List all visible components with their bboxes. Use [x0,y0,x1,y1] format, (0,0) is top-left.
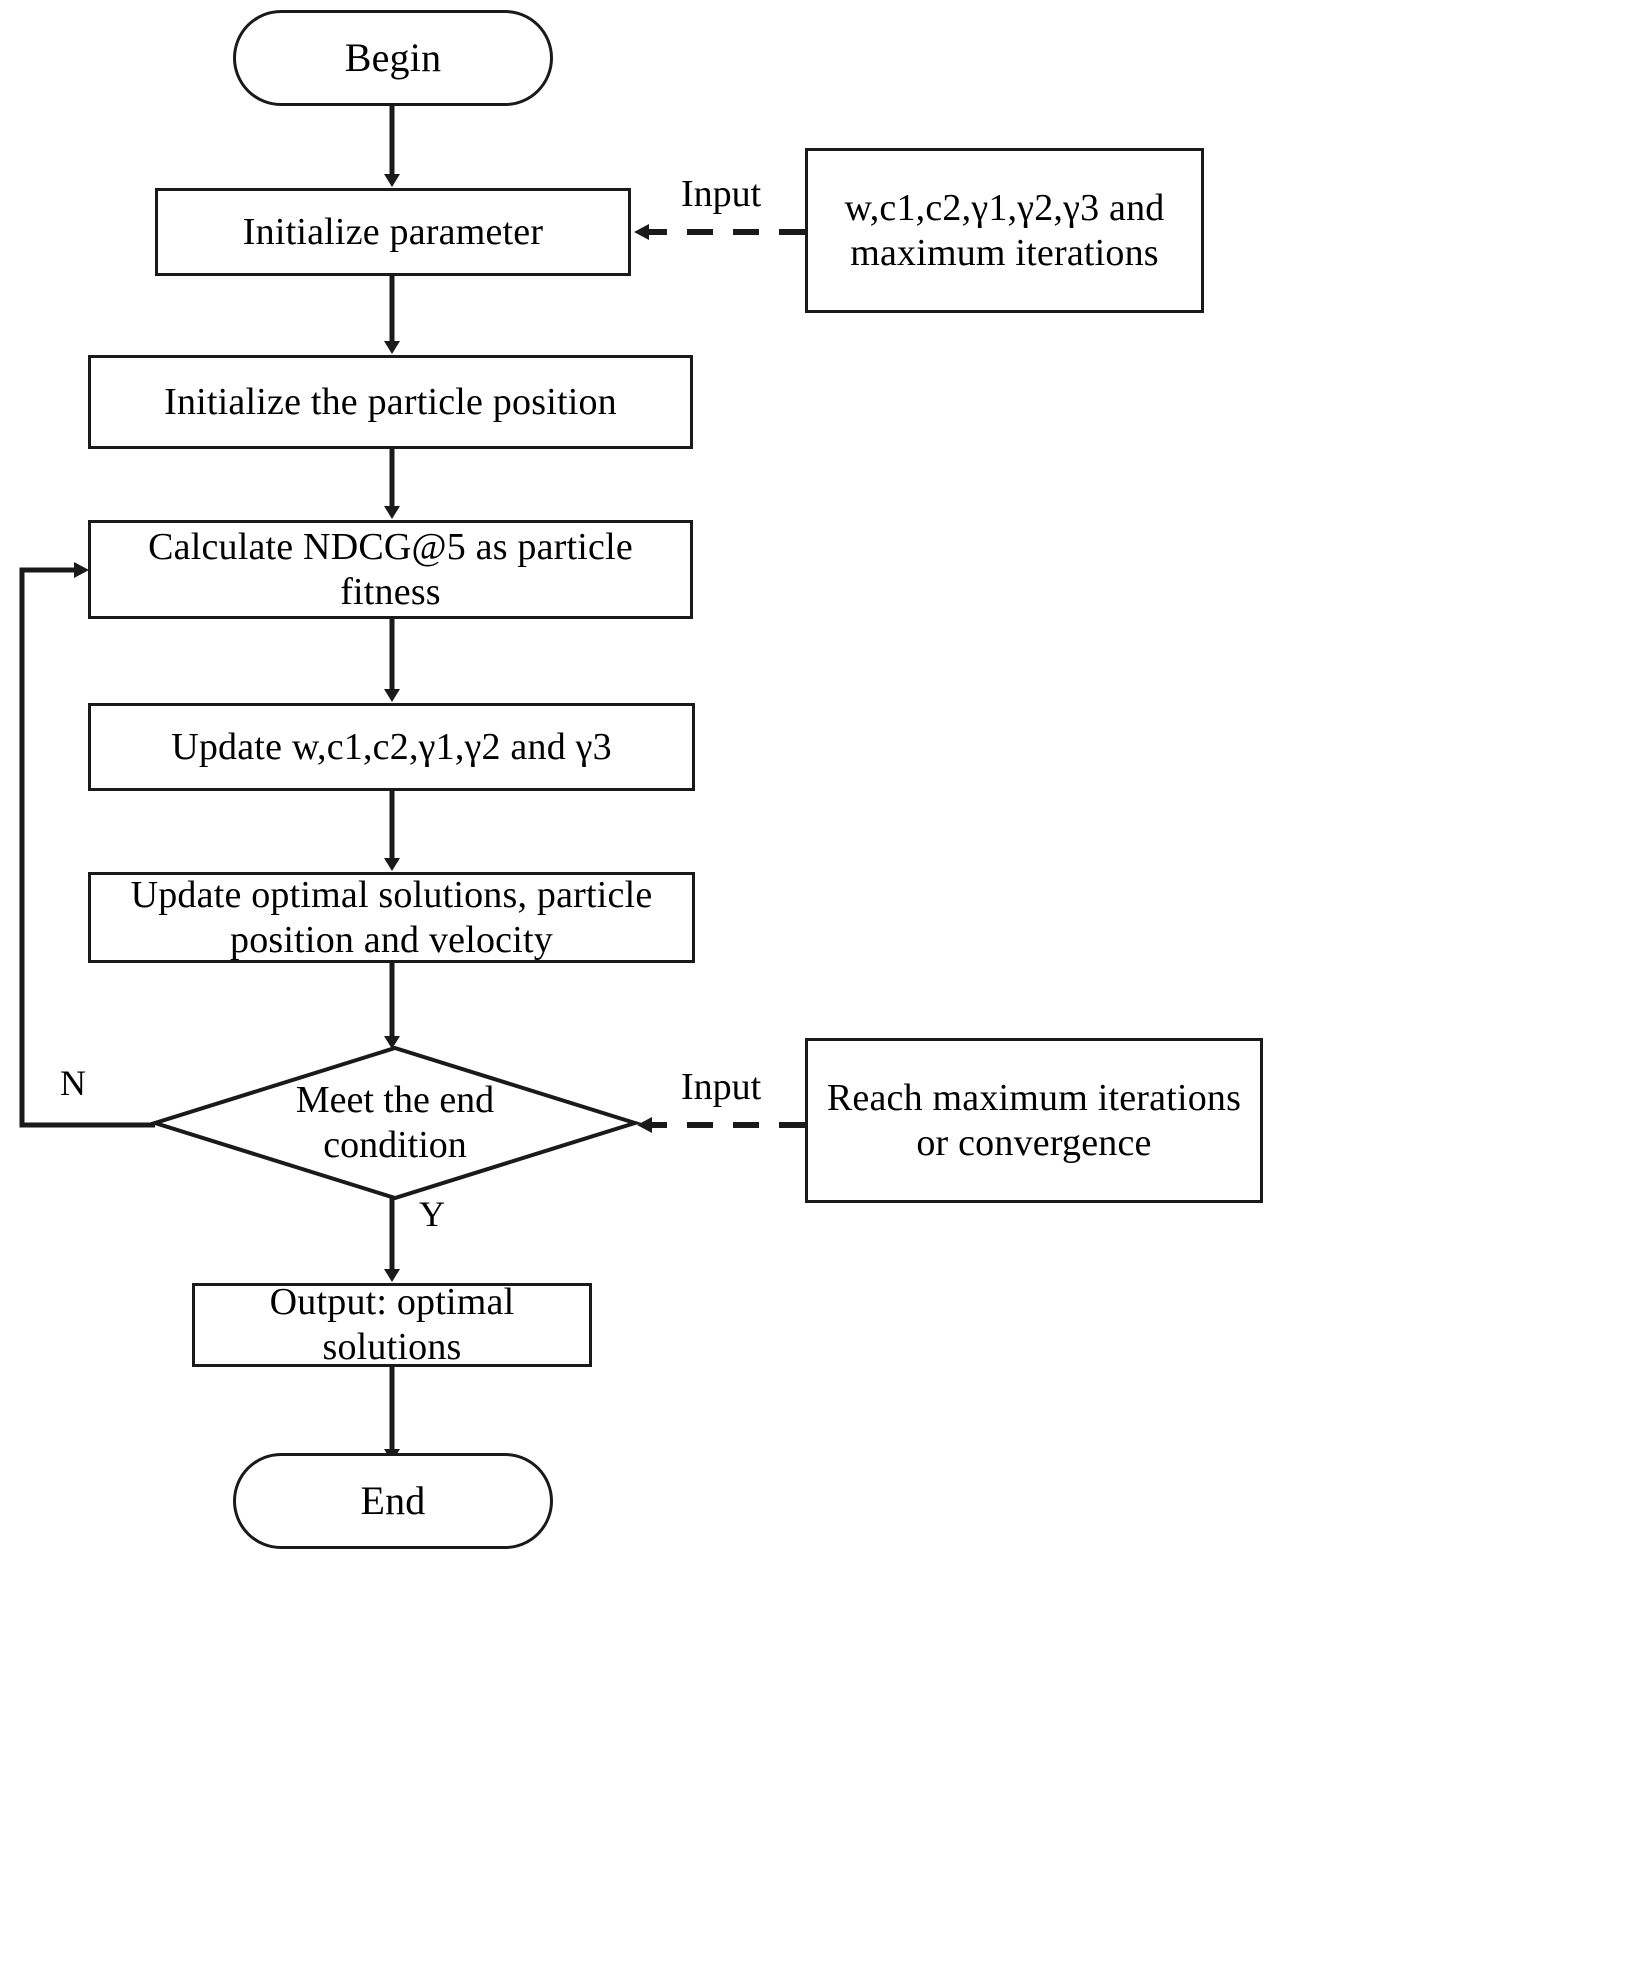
edge-label-input-top: Input [681,173,762,215]
node-update-solutions-label: Update optimal solutions, particle posit… [130,873,653,961]
node-end[interactable]: End [233,1453,553,1549]
node-init-parameter[interactable]: Initialize parameter [155,188,631,276]
node-begin[interactable]: Begin [233,10,553,106]
edge-label-branch-no: N [60,1063,86,1103]
node-input-end-condition[interactable]: Reach maximum iterations or convergence [805,1038,1263,1203]
edge-label-input-bottom: Input [681,1066,762,1108]
node-end-condition-label: Meet the end condition [295,1079,495,1166]
node-init-particle-position-label: Initialize the particle position [164,380,617,423]
node-update-params[interactable]: Update w,c1,c2,γ1,γ2 and γ3 [88,703,695,791]
node-calculate-fitness[interactable]: Calculate NDCG@5 as particle fitness [88,520,693,619]
node-output-solutions-label: Output: optimal solutions [269,1281,515,1368]
node-init-parameter-label: Initialize parameter [242,210,544,253]
node-end-condition[interactable]: Meet the end condition [155,1048,635,1198]
node-end-label: End [360,1478,426,1524]
node-output-solutions[interactable]: Output: optimal solutions [192,1281,592,1368]
node-input-parameters[interactable]: w,c1,c2,γ1,γ2,γ3 and maximum iterations [805,148,1204,313]
node-init-particle-position[interactable]: Initialize the particle position [88,355,693,449]
node-calculate-fitness-label: Calculate NDCG@5 as particle fitness [148,525,633,613]
edge-label-branch-yes: Y [419,1194,445,1234]
node-begin-label: Begin [344,35,442,81]
node-input-parameters-label: w,c1,c2,γ1,γ2,γ3 and maximum iterations [844,186,1165,274]
node-input-end-condition-label: Reach maximum iterations or convergence [826,1076,1242,1164]
node-update-params-label: Update w,c1,c2,γ1,γ2 and γ3 [171,725,612,768]
node-update-solutions[interactable]: Update optimal solutions, particle posit… [88,872,695,963]
edge-decision-no-feedback-loop [19,562,155,1128]
